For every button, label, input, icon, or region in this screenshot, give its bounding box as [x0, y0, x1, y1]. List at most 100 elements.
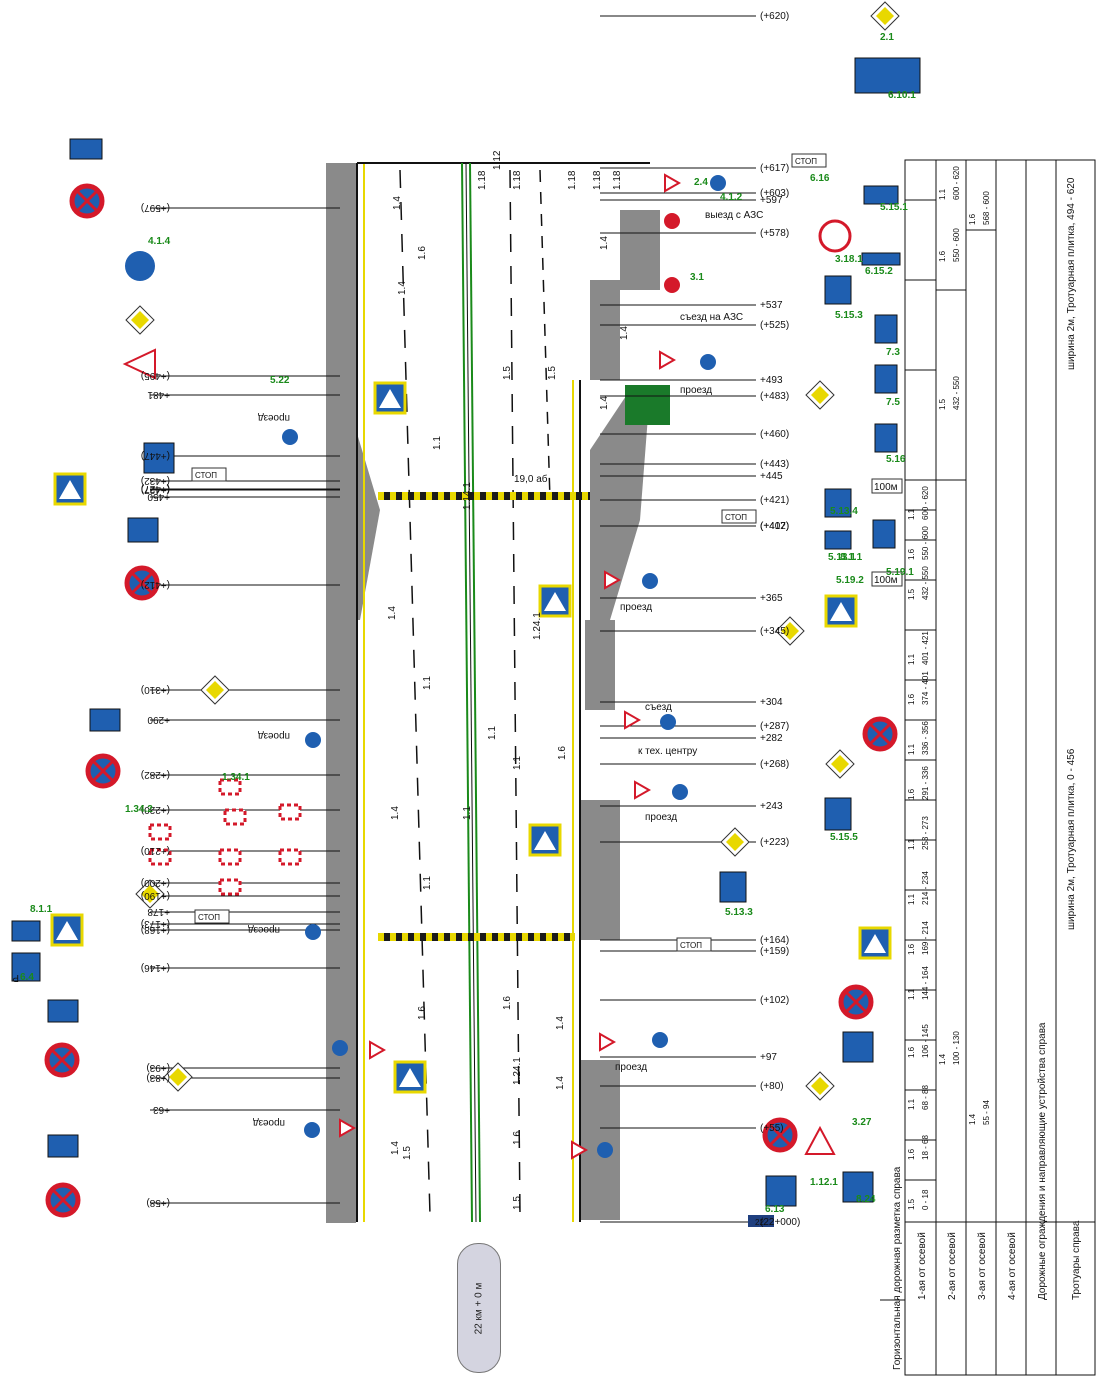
sign-code: 1.34.2 — [125, 804, 153, 815]
chainage-label-right: (+578) — [760, 228, 789, 239]
sign-code: 2.1 — [880, 32, 894, 43]
table-cell-range: 550 - 600 — [952, 228, 961, 262]
table-cell-range: 600 - 620 — [952, 166, 961, 200]
place-label: к тех. центру — [638, 746, 697, 757]
pedestrian-crossing-sign — [528, 823, 562, 857]
chainage-label-right: (+603) — [760, 188, 789, 199]
info-sign — [11, 920, 41, 942]
table-cell-range: 432 - 550 — [921, 566, 930, 600]
chevron-sign — [148, 823, 172, 841]
place-label: проезд — [253, 1117, 285, 1128]
sign-code: 5.15.1 — [880, 202, 908, 213]
marking-code: 1.18 — [567, 170, 578, 190]
table-cell-sidewalk: ширина 2м, Тротуарная плитка, 0 - 456 — [1066, 748, 1077, 930]
marking-code: 1.4 — [599, 396, 610, 410]
info-sign — [47, 999, 79, 1023]
chainage-label-right: (+345) — [760, 626, 789, 637]
median-green-1 — [461, 162, 473, 1223]
turn-sign — [125, 251, 155, 281]
marking-code: 1.5 — [402, 1146, 413, 1160]
chevron-sign — [218, 778, 242, 796]
marking-code: 1.18 — [592, 170, 603, 190]
marking-code: 1.4 — [599, 236, 610, 250]
chainage-label-left: (+597) — [141, 202, 170, 213]
marking-code: 1.6 — [502, 996, 513, 1010]
chainage-label-left: (+58) — [146, 1197, 170, 1208]
table-cell-code: 1.1 — [907, 508, 916, 520]
sign-code: 5.16 — [886, 454, 906, 465]
table-cell-code: 1.1 — [907, 653, 916, 665]
marking-code: 1.6 — [417, 246, 428, 260]
sign-code: 1.34.1 — [222, 772, 250, 783]
info-sign — [861, 252, 901, 266]
stop-box — [194, 909, 230, 924]
sign-code: 6.15.2 — [865, 266, 893, 277]
chainage-label-right: +304 — [760, 697, 783, 708]
no-stopping-sign — [45, 1182, 81, 1218]
info-sign — [719, 871, 747, 903]
give-way-sign — [599, 1032, 617, 1052]
dangerous-turns-sign — [804, 1125, 836, 1155]
place-label: проезд — [258, 730, 290, 741]
table-row-label: 3-ая от осевой — [977, 1232, 988, 1300]
marking-code: 1.1 — [462, 806, 473, 820]
direction-sign — [597, 1142, 613, 1158]
no-entry-sign — [664, 277, 680, 293]
table-row-label: Дорожные ограждения и направляющие устро… — [1037, 1022, 1048, 1300]
table-cell-code: 1.6 — [907, 943, 916, 955]
place-label: проезд — [258, 412, 290, 423]
right-lane-band-1 — [590, 280, 620, 380]
marking-code: 1.18 — [512, 170, 523, 190]
chainage-label-left: (+168) — [141, 924, 170, 935]
chainage-label-left: +450 — [147, 491, 170, 502]
table-cell-code: 1.1 — [907, 893, 916, 905]
marking-code: 1.6 — [512, 1131, 523, 1145]
chainage-label-right: (+164) — [760, 935, 789, 946]
distance-plate-text: 100м — [874, 575, 898, 586]
chainage-label-left: (+93) — [146, 1062, 170, 1073]
direction-sign — [332, 1040, 348, 1056]
table-cell-range: 568 - 600 — [982, 191, 991, 225]
direction-sign — [305, 924, 321, 940]
no-stopping-sign — [762, 1117, 798, 1153]
table-cell-code: 1.4 — [968, 1113, 977, 1125]
chainage-label-left: (+173) — [141, 918, 170, 929]
priority-road-sign — [870, 1, 900, 31]
no-stopping-sign — [862, 716, 898, 752]
marking-code: 1.1 — [487, 726, 498, 740]
sign-code: 8.24 — [856, 1194, 876, 1205]
place-label: выезд с АЗС — [705, 210, 763, 221]
road-signs — [11, 1, 921, 1227]
marking-code: 1.1 — [422, 876, 433, 890]
priority-road-sign — [200, 675, 230, 705]
chainage-label-right: (+268) — [760, 759, 789, 770]
chainage-marker-text: 22 км + 0 м — [473, 1282, 485, 1334]
direction-sign — [305, 732, 321, 748]
no-stopping-sign — [85, 753, 121, 789]
priority-road-sign — [163, 1062, 193, 1092]
table-cell-range: 291 - 336 — [921, 766, 930, 800]
table-cell-range: 100 - 130 — [952, 1031, 961, 1065]
marking-code: 1.6 — [557, 746, 568, 760]
give-way-sign — [659, 350, 677, 370]
leader-lines — [150, 15, 756, 1223]
table-cell-range: 18 - 68 — [921, 1135, 930, 1160]
info-sign — [824, 275, 852, 305]
marking-code: 1.4 — [555, 1076, 566, 1090]
pedestrian-crossing-sign — [858, 926, 892, 960]
chainage-label-left: (+83) — [146, 1072, 170, 1083]
info-sign — [143, 442, 175, 474]
chainage-label-right: (+287) — [760, 721, 789, 732]
sign-code: 7.5 — [886, 397, 900, 408]
direction-sign — [700, 354, 716, 370]
table-cell-code: 1.6 — [907, 788, 916, 800]
chevron-sign — [218, 878, 242, 896]
marking-code: 1.14.1 — [462, 482, 473, 510]
chainage-label-right: +597 — [760, 195, 783, 206]
chainage-label-right: +282 — [760, 733, 783, 744]
give-way-sign — [604, 570, 622, 590]
stop-box — [676, 937, 712, 952]
dangerous-turns-sign — [122, 348, 156, 380]
table-cell-range: 336 - 356 — [921, 721, 930, 755]
